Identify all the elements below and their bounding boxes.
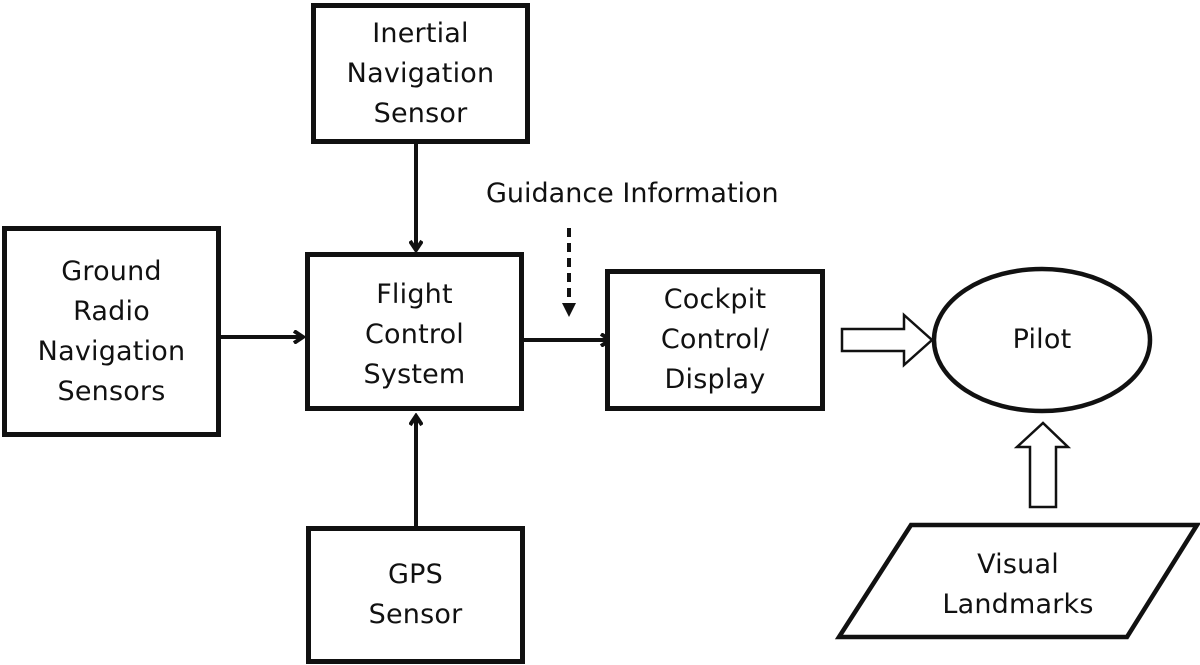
gps-sensor-node: GPS Sensor <box>306 526 525 664</box>
node-label-line: Control <box>365 319 464 350</box>
node-label-line: Landmarks <box>942 589 1094 620</box>
node-label-line: GPS <box>388 559 443 590</box>
visual-landmarks-node-shape <box>834 522 1200 640</box>
node-label-line: System <box>363 359 466 390</box>
cockpit-control-display-node: Cockpit Control/ Display <box>605 269 825 411</box>
node-label-line: Flight <box>376 279 453 310</box>
pilot-node: Pilot <box>934 269 1150 411</box>
node-label-line: Display <box>664 364 766 395</box>
flight-control-system-node: Flight Control System <box>305 252 524 411</box>
pilot-node-shape <box>931 266 1153 414</box>
node-label-line: Sensor <box>368 599 463 630</box>
inertial-navigation-sensor-node: Inertial Navigation Sensor <box>311 3 530 144</box>
node-label-line: Visual <box>977 549 1059 580</box>
ground-radio-navigation-sensors-node: Ground Radio Navigation Sensors <box>2 226 221 437</box>
node-label-line: Sensor <box>373 97 468 129</box>
guidance-information-label: Guidance Information <box>486 178 779 209</box>
block-arrow-landmarks-to-pilot <box>1013 421 1072 509</box>
visual-landmarks-node: Visual Landmarks <box>880 540 1156 630</box>
node-label-line: Navigation <box>37 335 186 367</box>
node-label-line: Navigation <box>346 57 495 89</box>
node-label-line: Radio <box>73 295 150 327</box>
node-label-line: Cockpit <box>663 284 767 315</box>
node-label-line: Pilot <box>1012 324 1072 355</box>
node-label-line: Ground <box>61 255 162 287</box>
block-arrow-cockpit-to-pilot <box>840 312 934 368</box>
node-label-line: Sensors <box>57 375 166 407</box>
node-label-line: Inertial <box>372 17 469 49</box>
node-label-line: Control/ <box>660 324 770 355</box>
